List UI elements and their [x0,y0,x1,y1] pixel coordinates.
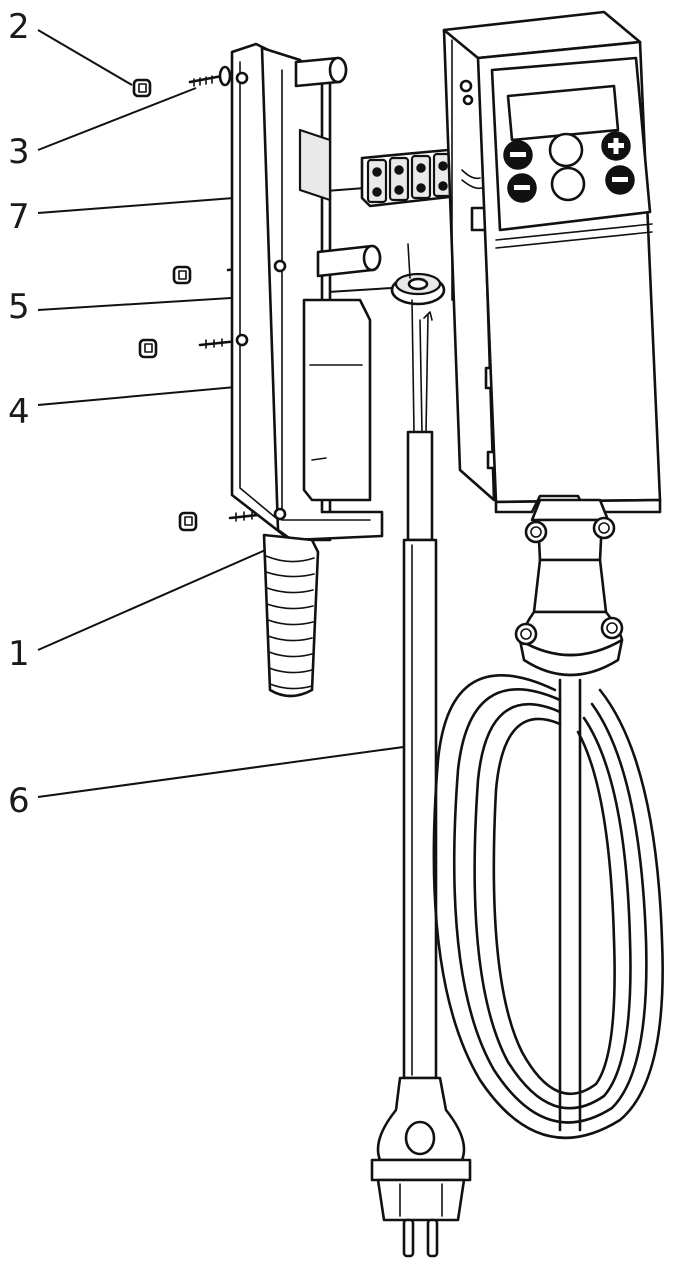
leader-2 [37,29,133,86]
leader-4 [37,384,259,406]
callout-6: 6 [8,781,30,821]
callout-5: 5 [8,287,30,327]
terminal-block [360,148,460,208]
strain-relief-sleeve [262,533,320,698]
controller-housing [442,10,662,514]
nut-icon [132,78,152,98]
leader-lines [37,29,419,798]
power-cable [370,299,472,1258]
plus-button-icon [601,131,631,161]
callout-1: 1 [8,634,30,674]
callout-3: 3 [8,132,30,172]
leader-1 [37,547,271,651]
leader-6 [37,744,419,798]
minus-button-icon [503,140,533,170]
callout-4: 4 [8,392,30,432]
cable-gland [514,498,624,677]
leader-5 [37,287,393,311]
nut-icon [138,338,158,359]
cable-grommet [390,243,446,306]
minus-button-icon [507,173,537,203]
minus-button-icon [605,165,635,195]
nut-icon [172,265,192,285]
callout-2: 2 [8,7,30,47]
callout-7: 7 [8,197,30,237]
back-cover-housing [230,42,384,542]
coiled-sensor-cable [432,674,664,1140]
screw-icon [188,65,232,87]
leader-3 [37,87,197,151]
nut-icon [178,511,198,532]
